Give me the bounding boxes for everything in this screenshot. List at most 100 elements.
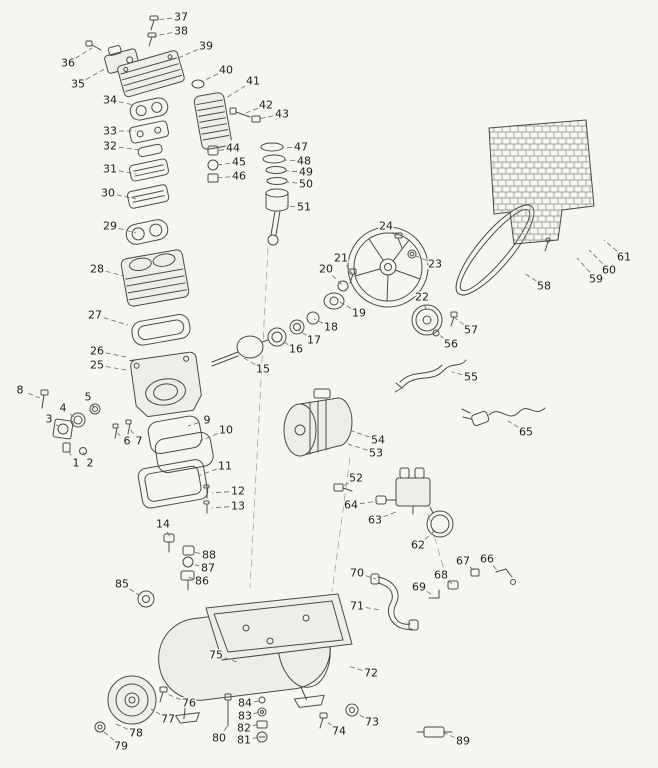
part-label-72: 72 (364, 667, 378, 680)
leader-line-3 (55, 424, 59, 427)
part-label-84: 84 (238, 697, 252, 710)
leader-line-75 (224, 657, 241, 664)
leader-line-8 (28, 392, 41, 399)
fitting-14-illustration (163, 533, 175, 553)
part-label-10: 10 (219, 424, 233, 437)
part-label-68: 68 (434, 569, 448, 582)
part-label-20: 20 (319, 263, 333, 276)
leader-line-70 (365, 575, 377, 580)
part-label-7: 7 (136, 435, 143, 448)
power-cord-illustration (461, 407, 546, 427)
left-fittings-illustration (40, 389, 132, 455)
part-label-36: 36 (61, 57, 75, 70)
fitting-52-illustration (333, 483, 353, 492)
screw-37-illustration (149, 15, 159, 31)
mount-platform-illustration (205, 593, 353, 661)
cylinder-block-illustration (120, 249, 190, 307)
part-label-81: 81 (237, 734, 251, 747)
leader-line-19 (339, 301, 352, 309)
leader-line-41 (225, 85, 246, 99)
part-label-42: 42 (259, 99, 273, 112)
part-label-71: 71 (350, 600, 364, 613)
part-label-54: 54 (371, 434, 385, 447)
leader-line-2 (82, 451, 86, 456)
leader-line-36 (75, 47, 93, 59)
part-label-74: 74 (332, 725, 346, 738)
part-label-32: 32 (103, 140, 117, 153)
leader-line-55 (451, 371, 463, 376)
part-label-29: 29 (103, 220, 117, 233)
part-label-65: 65 (519, 426, 533, 439)
part-label-26: 26 (90, 345, 104, 358)
part-label-70: 70 (350, 567, 364, 580)
leader-line-39 (177, 49, 198, 59)
motor-illustration (283, 388, 353, 457)
leader-line-76 (166, 693, 181, 700)
part-label-30: 30 (101, 187, 115, 200)
part-label-55: 55 (464, 371, 478, 384)
leader-line-89 (443, 732, 455, 738)
air-filter-illustration (193, 92, 232, 150)
part-label-73: 73 (365, 716, 379, 729)
part-label-43: 43 (275, 108, 289, 121)
part-label-56: 56 (444, 338, 458, 351)
leader-line-58 (523, 272, 537, 282)
part-label-62: 62 (411, 539, 425, 552)
part-label-78: 78 (129, 727, 143, 740)
leader-line-20 (332, 275, 343, 286)
part-label-13: 13 (231, 500, 245, 513)
part-label-83: 83 (238, 710, 252, 723)
part-label-76: 76 (182, 697, 196, 710)
part-label-64: 64 (344, 499, 358, 512)
leader-line-79 (103, 731, 115, 741)
leader-line-45 (216, 162, 231, 166)
part-label-31: 31 (103, 163, 117, 176)
part-label-38: 38 (174, 25, 188, 38)
discharge-hose-illustration (370, 573, 419, 631)
part-label-60: 60 (602, 264, 616, 277)
leader-line-9 (187, 422, 199, 427)
part-label-19: 19 (352, 307, 366, 320)
diagram-artwork (40, 15, 595, 743)
part-label-86: 86 (195, 575, 209, 588)
leader-line-30 (116, 194, 137, 200)
leader-line-83 (253, 711, 261, 715)
leader-line-87 (190, 563, 200, 567)
leader-line-84 (253, 700, 261, 703)
leader-line-68 (447, 580, 453, 585)
part-label-40: 40 (219, 64, 233, 77)
part-label-69: 69 (412, 581, 426, 594)
leader-line-85 (129, 588, 140, 596)
leader-line-53 (347, 443, 368, 451)
leader-line-74 (325, 720, 333, 726)
part-label-50: 50 (299, 178, 313, 191)
leader-line-81 (252, 736, 261, 739)
leader-line-61 (603, 239, 618, 252)
part-label-34: 34 (103, 94, 117, 107)
part-label-82: 82 (237, 722, 251, 735)
part-label-77: 77 (161, 713, 175, 726)
leader-line-34 (118, 101, 135, 106)
part-label-47: 47 (294, 141, 308, 154)
leader-line-40 (200, 73, 219, 83)
part-label-3: 3 (46, 413, 53, 426)
part-label-45: 45 (232, 156, 246, 169)
part-label-25: 25 (90, 359, 104, 372)
part-label-5: 5 (85, 391, 92, 404)
flywheel-bolt-illustration (394, 232, 417, 259)
part-label-23: 23 (428, 258, 442, 271)
bolt-42-43-illustration (229, 107, 261, 123)
leader-line-66 (492, 565, 498, 571)
part-label-41: 41 (246, 75, 260, 88)
part-label-6: 6 (124, 435, 131, 448)
base-plate-illustration (137, 459, 209, 509)
part-label-51: 51 (297, 201, 311, 214)
part-label-15: 15 (256, 363, 270, 376)
filter-cap-illustration (191, 79, 205, 89)
crankcase-illustration (129, 351, 202, 418)
leader-line-69 (426, 591, 434, 596)
guard-screws-illustration (432, 311, 458, 337)
part-label-9: 9 (204, 414, 211, 427)
